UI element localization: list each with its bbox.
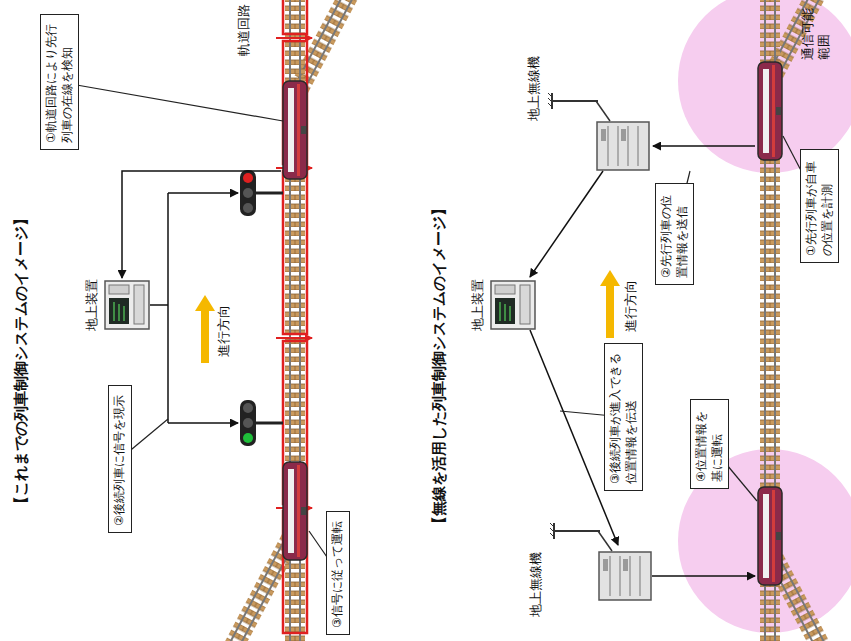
signal-wire [122,171,281,423]
callout-text: ③信号に従って運転 [330,521,344,628]
part-label: 通信可能範囲 [800,4,833,60]
track-circuit [276,0,312,633]
signal-green [240,400,283,446]
track [225,0,365,641]
following-train [283,462,307,560]
signal-red [240,170,283,216]
callout-text: ②先行列車の位置情報を送信 [659,195,689,278]
part-label: 地上無線機 [526,56,542,121]
part-label: 地上装置 [470,279,486,331]
part-label: 軌道回路 [236,4,252,56]
part-label: 進行方向 [216,305,232,357]
section-title: 【無線を活用した列車制御システムのイメージ】 [430,201,449,531]
callout-box: ③後続列車が進入できる位置情報を伝送 [604,343,643,491]
data-flow-arrow [530,146,755,576]
callout-box: ②後続列車に信号を現示 [108,385,132,533]
part-label: 地上装置 [84,279,100,331]
antenna-symbol [548,93,598,109]
callout-box: ③信号に従って運転 [326,511,350,635]
callout-text: ②後続列車に信号を現示 [112,395,126,526]
callout-box: ①軌道回路により先行列車の在線を検知 [40,14,79,150]
preceding-train [758,62,782,160]
ground-device [105,281,149,329]
callout-text: ③後続列車が進入できる位置情報を伝送 [608,353,638,484]
callout-tail [60,82,284,121]
antenna-symbol [550,523,600,539]
callout-text: ④位置情報を基に運転 [694,411,724,482]
direction-arrow [195,295,215,363]
antenna-cable [598,531,612,551]
callout-box: ④位置情報を基に運転 [690,399,729,489]
callout-tails [60,82,820,573]
antenna-cable [596,101,610,121]
direction-arrow [600,270,620,338]
part-label: 進行方向 [623,280,639,332]
part-label: 地上無線機 [528,552,544,617]
section-title: 【これまでの列車制御システムのイメージ】 [12,211,31,511]
preceding-train [283,81,307,179]
following-train [758,487,782,585]
ground-radio [599,552,651,600]
callout-box: ①先行列車が自車の位置を計測 [800,149,839,263]
callout-text: ①先行列車が自車の位置を計測 [804,161,834,256]
ground-device [491,281,535,329]
ground-radio [597,122,649,170]
callout-box: ②先行列車の位置情報を送信 [655,183,694,285]
callout-text: ①軌道回路により先行列車の在線を検知 [44,24,74,143]
